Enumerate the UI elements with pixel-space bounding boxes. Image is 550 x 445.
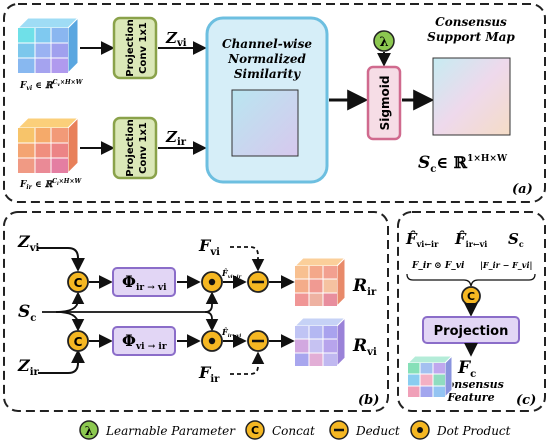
svg-text:C: C <box>251 424 259 437</box>
legend-deduct: Deduct <box>329 420 400 440</box>
rvi-feature-cube <box>293 316 347 368</box>
panel-a-frame <box>3 3 546 203</box>
svg-text:λ: λ <box>379 35 388 50</box>
projection-conv-top: Projection Conv 1x1 <box>112 16 158 80</box>
panel-a-tag: (a) <box>512 182 533 197</box>
legend-lambda: λ Learnable Parameter <box>79 420 236 440</box>
projection-conv-bottom: Projection Conv 1x1 <box>112 116 158 180</box>
svg-text:C: C <box>74 276 83 290</box>
svg-text:C: C <box>467 290 475 303</box>
zir-label-b: Zir <box>17 356 39 378</box>
channel-wise-similarity-box: Channel-wise Normalized Similarity <box>205 16 329 184</box>
sc-label-b: Sc <box>18 302 36 324</box>
fir-label-b: Fir <box>198 363 220 385</box>
svg-text:λ: λ <box>85 424 93 438</box>
deduct-op-bottom <box>247 330 269 352</box>
svg-text:Conv 1x1: Conv 1x1 <box>138 122 149 174</box>
rir-feature-cube <box>293 256 347 308</box>
fhat-vi-ir-label-b: F̂vi←ir <box>221 268 242 280</box>
panel-c-tag: (c) <box>516 393 536 408</box>
consensus-feature-cube <box>406 354 454 399</box>
fhat-ir-vi-label-c: F̂ir←vi <box>454 230 487 249</box>
phi-vi-to-ir-box: Φvi → ir <box>112 326 176 356</box>
svg-text:Projection: Projection <box>125 119 136 176</box>
svg-text:Similarity: Similarity <box>234 67 301 81</box>
dot-op-top <box>201 271 223 293</box>
consensus-feature-line1: Consensus <box>438 378 504 391</box>
rvi-label: Rvi <box>352 336 377 358</box>
svg-text:Dot Product: Dot Product <box>436 424 511 438</box>
fvi-dim-label: 𝑭vi ∈ ℝCv×H×W <box>19 79 84 92</box>
legend-concat: C Concat <box>245 420 315 440</box>
deduct-op-top <box>247 271 269 293</box>
svg-text:Concat: Concat <box>272 424 315 438</box>
svg-text:Projection: Projection <box>434 324 509 339</box>
sc-dim-label: Sc∈ ℝ1×H×W <box>418 153 508 175</box>
abs-diff-expression: |F_ir − F_vi| <box>480 260 532 270</box>
fvi-label-b: Fvi <box>198 236 220 258</box>
sc-label-c: Sc <box>508 230 524 249</box>
grouping-brace <box>406 273 536 287</box>
rir-label: Rir <box>352 276 377 298</box>
lambda-parameter: λ <box>373 30 395 52</box>
zvi-label-b: Zvi <box>17 232 39 254</box>
panel-c-frame <box>397 211 546 412</box>
svg-text:Learnable Parameter: Learnable Parameter <box>105 424 236 438</box>
fhat-ir-vi-label-b: F̂ir←vi <box>221 327 241 339</box>
fir-feature-cube <box>16 116 80 175</box>
consensus-feature-line2: Feature <box>446 391 494 404</box>
fc-label: Fc <box>457 358 476 380</box>
concat-op-c: C <box>461 286 481 306</box>
fvi-feature-cube <box>16 16 80 75</box>
similarity-map <box>231 89 299 157</box>
sigmoid-box: Sigmoid <box>366 65 402 141</box>
fhat-vi-ir-label-c: F̂vi←ir <box>405 230 439 249</box>
panel-b-frame <box>3 211 389 412</box>
dot-op-bottom <box>201 330 223 352</box>
svg-text:Conv 1x1: Conv 1x1 <box>138 22 149 74</box>
fir-dim-label: 𝑭ir ∈ ℝCi×H×W <box>19 178 82 191</box>
svg-text:Φvi → ir: Φvi → ir <box>122 331 167 352</box>
svg-text:Channel-wise: Channel-wise <box>222 37 312 51</box>
consensus-support-title-2: Support Map <box>427 30 515 44</box>
zir-label-a: Zir <box>165 128 187 148</box>
phi-ir-to-vi-box: Φir → vi <box>112 267 176 297</box>
svg-text:Deduct: Deduct <box>355 424 400 438</box>
product-expression: F_ir ⊙ F_vi <box>411 261 465 271</box>
consensus-support-map <box>432 57 511 136</box>
concat-op-top: C <box>67 271 89 293</box>
projection-box-c: Projection <box>422 316 520 344</box>
concat-op-bottom: C <box>67 330 89 352</box>
svg-text:Sigmoid: Sigmoid <box>378 76 392 131</box>
zvi-label-a: Zvi <box>165 29 187 49</box>
svg-text:C: C <box>74 335 83 349</box>
consensus-support-title-1: Consensus <box>435 15 507 29</box>
panel-b-tag: (b) <box>358 393 379 408</box>
svg-text:Projection: Projection <box>125 19 136 76</box>
svg-text:Φir → vi: Φir → vi <box>122 272 167 293</box>
legend-dot-product: Dot Product <box>410 420 511 440</box>
svg-text:Normalized: Normalized <box>227 52 306 66</box>
